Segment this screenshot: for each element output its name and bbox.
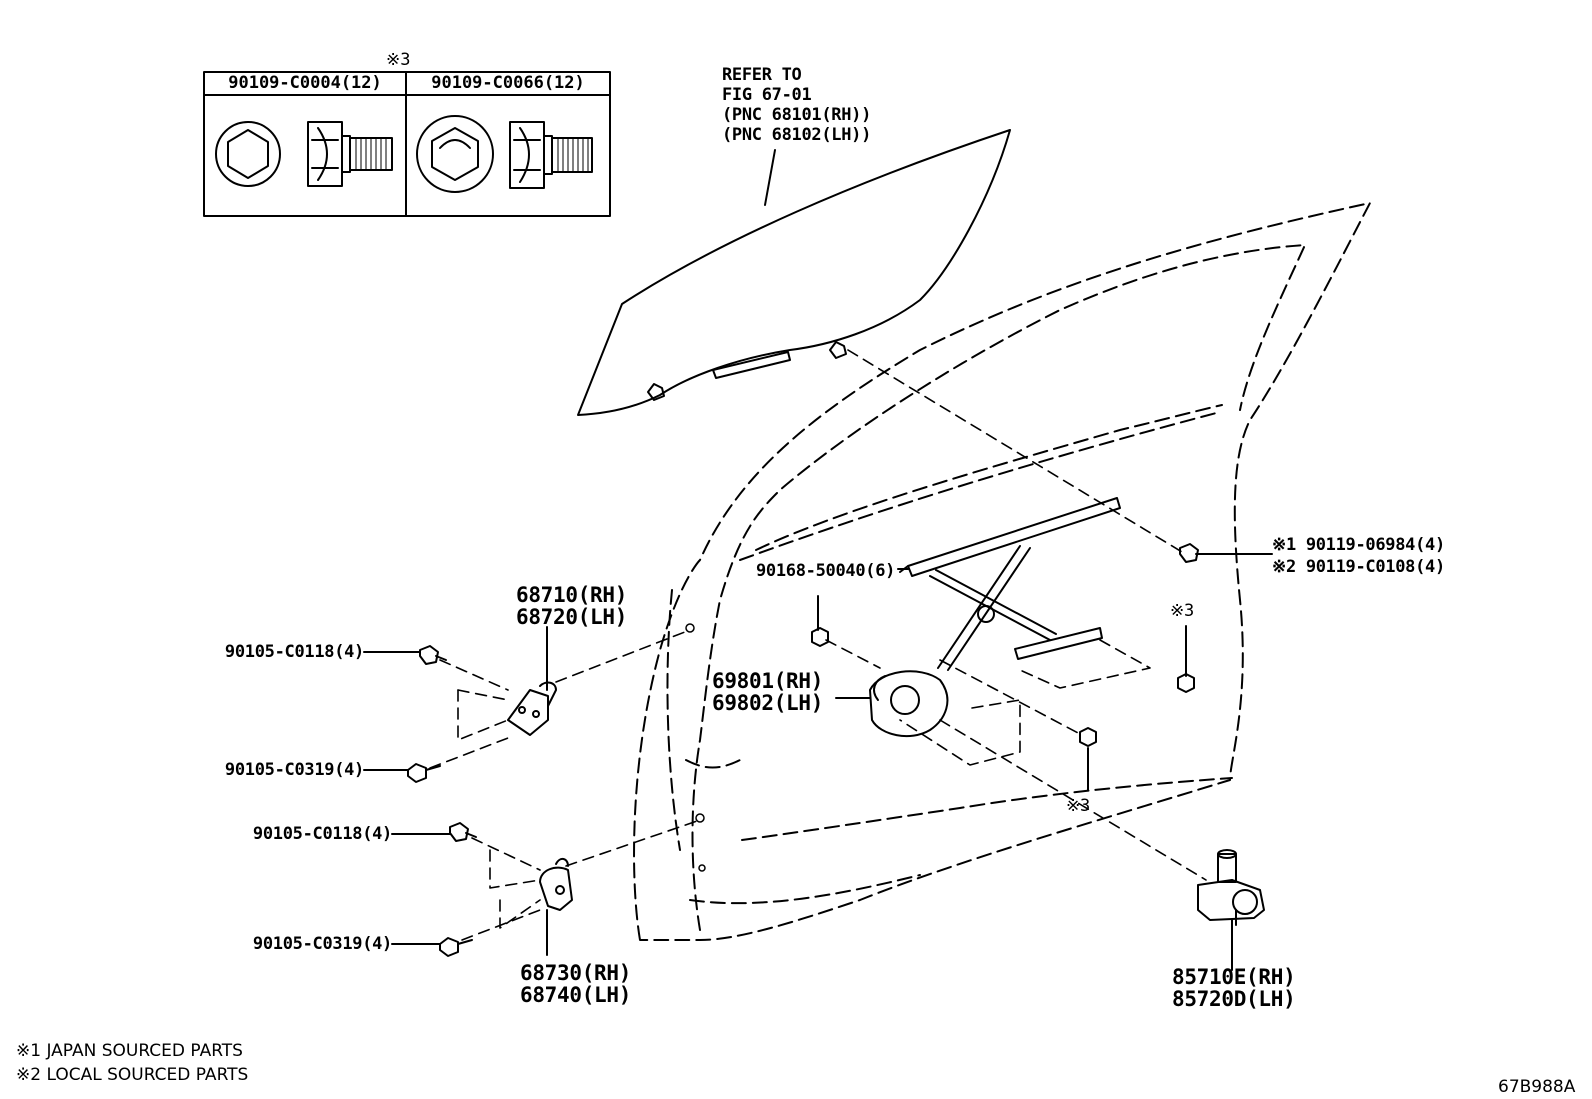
window-regulator xyxy=(869,497,1121,738)
door-shell xyxy=(633,202,1371,941)
callout-mark-3-lower: ※3 xyxy=(1066,796,1090,816)
footnote-1: ※1 JAPAN SOURCED PARTS xyxy=(16,1041,243,1061)
callout-mark-3-right: ※3 xyxy=(1170,601,1194,621)
glass-ref-line-3: (PNC 68101(RH)) xyxy=(722,105,872,125)
callout-regulator-rh: 69801(RH) xyxy=(712,669,824,693)
door-glass xyxy=(577,129,1011,416)
callout-motor-lh: 85720D(LH) xyxy=(1172,987,1296,1011)
callout-bolt-90119-jp: ※1 90119-06984(4) xyxy=(1272,535,1445,555)
hardware-table-header-1: 90109-C0004(12) xyxy=(228,73,382,93)
door-lock-motor xyxy=(1197,849,1265,926)
hardware-table-header-2: 90109-C0066(12) xyxy=(431,73,585,93)
callout-regulator-lh: 69802(LH) xyxy=(712,691,824,715)
hinge-upper xyxy=(507,681,557,736)
callout-bolt-lower-2: 90105-C0319(4) xyxy=(252,934,392,954)
leader-lines xyxy=(363,553,1273,971)
hex-bolt-flange-icon xyxy=(416,115,593,193)
dashed-guides xyxy=(429,349,1207,941)
hardware-table-mark: ※3 xyxy=(386,50,411,70)
callout-bolt-90119-local: ※2 90119-C0108(4) xyxy=(1272,557,1445,577)
callout-hinge-lower-lh: 68740(LH) xyxy=(520,983,632,1007)
hinge-lower xyxy=(539,858,573,911)
callout-hinge-upper-rh: 68710(RH) xyxy=(516,583,628,607)
hardware-table-frame xyxy=(203,71,611,217)
figure-id: 67B988A xyxy=(1498,1077,1576,1097)
glass-ref-line-2: FIG 67-01 xyxy=(722,85,812,105)
hex-bolt-flange-icon xyxy=(215,121,393,187)
callout-bolt-90168: 90168-50040(6) xyxy=(756,561,896,581)
glass-ref-line-1: REFER TO xyxy=(722,65,802,85)
callout-bolt-upper-2: 90105-C0319(4) xyxy=(224,760,364,780)
callout-hinge-lower-rh: 68730(RH) xyxy=(520,961,632,985)
glass-ref-line-4: (PNC 68102(LH)) xyxy=(722,125,872,145)
callout-hinge-upper-lh: 68720(LH) xyxy=(516,605,628,629)
callout-bolt-upper-1: 90105-C0118(4) xyxy=(224,642,364,662)
footnote-2: ※2 LOCAL SOURCED PARTS xyxy=(16,1065,249,1085)
pillar-holes xyxy=(685,623,706,872)
callout-motor-rh: 85710E(RH) xyxy=(1172,965,1296,989)
callout-bolt-lower-1: 90105-C0118(4) xyxy=(252,824,392,844)
